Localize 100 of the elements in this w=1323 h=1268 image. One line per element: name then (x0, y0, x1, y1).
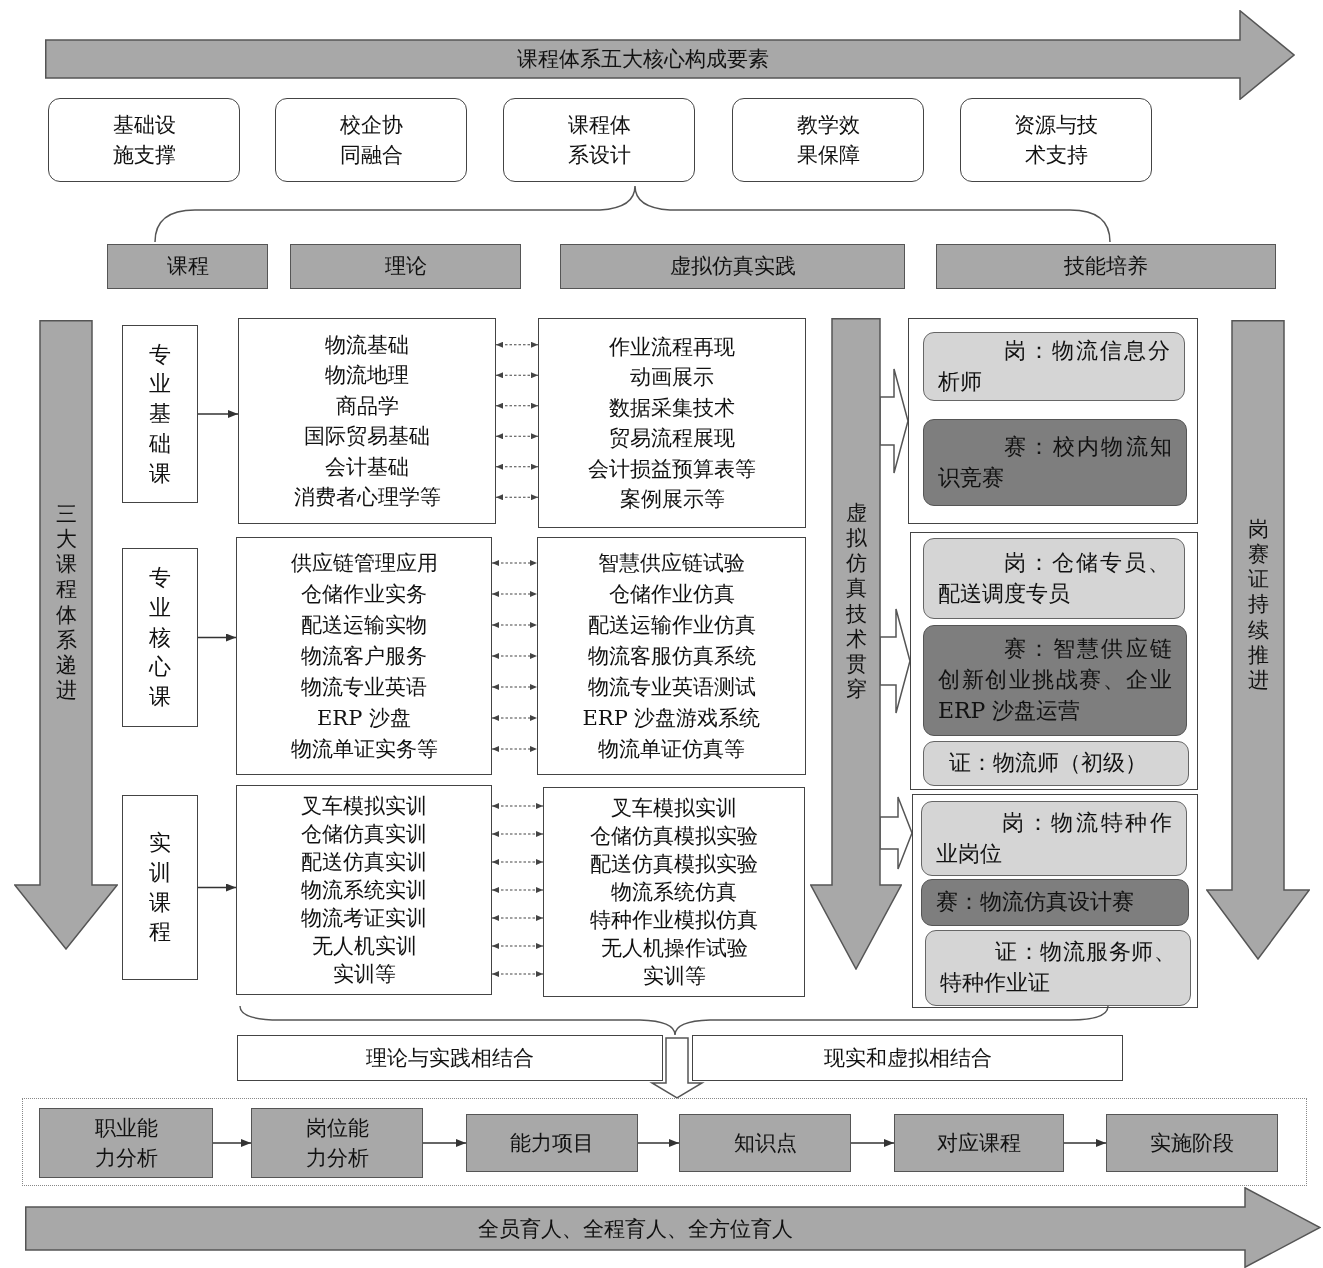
list-item: 实训等 (642, 963, 706, 990)
arrow (850, 1139, 895, 1147)
box-label: 赛：校内物流知识竞赛 (938, 432, 1172, 492)
step-box (466, 1114, 638, 1172)
light-rounded-box (923, 538, 1185, 619)
rounded-box (48, 98, 240, 182)
list-item: 物流系统仿真 (611, 879, 737, 906)
header-bar (560, 244, 905, 289)
list-item: 配送运输作业仿真 (587, 611, 756, 639)
list-item: ERP 沙盘 (317, 704, 411, 732)
list-item: 案例展示等 (619, 486, 725, 513)
dashed-arrow (491, 715, 538, 721)
dashed-arrow (495, 402, 539, 409)
list-item: 物流客服仿真系统 (587, 642, 756, 670)
box-label: 职业能力分析 (93, 1114, 159, 1172)
list-item: 实训等 (332, 961, 396, 988)
panel-box (910, 532, 1198, 790)
list-item: 智慧供应链试验 (598, 549, 745, 577)
dashed-arrow (491, 560, 538, 566)
arrow (422, 1139, 467, 1147)
panel-box (912, 794, 1198, 1008)
arrow (1063, 1139, 1107, 1147)
dashed-container (22, 1098, 1307, 1186)
dashed-arrow (491, 859, 544, 865)
category-box (122, 325, 198, 503)
list-item: 数据采集技术 (609, 394, 735, 422)
list-box (238, 318, 496, 524)
list-item: 物流单证仿真等 (598, 735, 745, 763)
header-bar (290, 244, 521, 289)
process-box (237, 1035, 663, 1081)
dashed-arrow (491, 591, 538, 597)
list-item: 动画展示 (630, 364, 714, 391)
header-bar (936, 244, 1276, 289)
list-box (538, 318, 806, 528)
block-arrow (879, 796, 913, 870)
dashed-arrow (491, 887, 544, 893)
list-item: 物流专业英语 (301, 673, 427, 701)
arrow (197, 633, 237, 642)
box-label: 实训课程 (149, 829, 171, 947)
list-item: 作业流程再现 (609, 333, 735, 361)
arrow-label: 岗赛证持续推进 (1247, 516, 1269, 694)
step-box (894, 1114, 1064, 1172)
box-label: 资源与技术支持 (1013, 111, 1099, 169)
dashed-arrow (491, 971, 544, 977)
box-label: 证：物流师（初级） (948, 749, 1148, 778)
header-bar (107, 244, 268, 289)
list-item: 商品学 (335, 392, 399, 420)
dashed-arrow (495, 463, 539, 470)
panel-box (908, 318, 1198, 524)
dashed-arrow (491, 915, 544, 921)
dashed-arrow (495, 433, 539, 440)
bar-label: 课程 (166, 253, 209, 281)
process-box (692, 1035, 1123, 1081)
dashed-arrow (491, 803, 544, 809)
list-item: 物流专业英语测试 (587, 673, 756, 701)
list-item: 会计基础 (325, 453, 409, 481)
list-item: 配送仿真实训 (301, 849, 427, 876)
step-box (679, 1114, 851, 1172)
bar-label: 理论 (384, 253, 427, 281)
list-item: 物流客户服务 (301, 642, 427, 670)
banner-arrow (45, 10, 1295, 100)
arrow-label: 全员育人、全程育人、全方位育人 (477, 1215, 793, 1243)
arrow (197, 410, 239, 418)
list-item: 会计损益预算表等 (588, 455, 756, 483)
arrow-label: 课程体系五大核心构成要素 (516, 46, 769, 73)
arrow (212, 1139, 252, 1147)
list-box (543, 787, 805, 997)
box-label: 对应课程 (937, 1129, 1021, 1157)
rounded-box (503, 98, 695, 182)
down-arrow (810, 318, 902, 970)
block-arrow (879, 608, 911, 714)
box-label: 教学效果保障 (795, 111, 861, 169)
bar-label: 技能培养 (1064, 253, 1148, 281)
list-item: 仓储作业仿真 (608, 580, 735, 608)
arrow-label: 虚拟仿真技术贯穿 (845, 500, 867, 703)
rounded-box (960, 98, 1152, 182)
box-label: 专业基础课 (149, 340, 171, 488)
box-label: 课程体系设计 (566, 111, 632, 169)
dashed-arrow (491, 653, 538, 659)
dashed-arrow (491, 831, 544, 837)
box-label: 岗：仓储专员、配送调度专员 (938, 548, 1170, 608)
box-label: 岗位能力分析 (304, 1114, 370, 1172)
step-box (1106, 1114, 1278, 1172)
dashed-arrow (491, 746, 538, 752)
list-item: 物流单证实务等 (290, 735, 438, 763)
list-box (236, 537, 492, 775)
list-item: 配送运输实物 (301, 611, 427, 639)
dashed-arrow (495, 494, 539, 501)
list-item: 物流地理 (325, 362, 409, 389)
bar-label: 虚拟仿真实践 (669, 253, 796, 281)
box-label: 专业核心课 (149, 564, 171, 712)
category-box (122, 795, 198, 980)
box-label: 现实和虚拟相结合 (823, 1044, 992, 1072)
list-box (236, 785, 492, 995)
list-item: 国际贸易基础 (304, 423, 430, 450)
list-item: 物流系统实训 (301, 877, 427, 904)
box-label: 能力项目 (510, 1129, 594, 1157)
dashed-arrow (495, 341, 539, 348)
rounded-box (732, 98, 924, 182)
dashed-arrow (491, 943, 544, 949)
